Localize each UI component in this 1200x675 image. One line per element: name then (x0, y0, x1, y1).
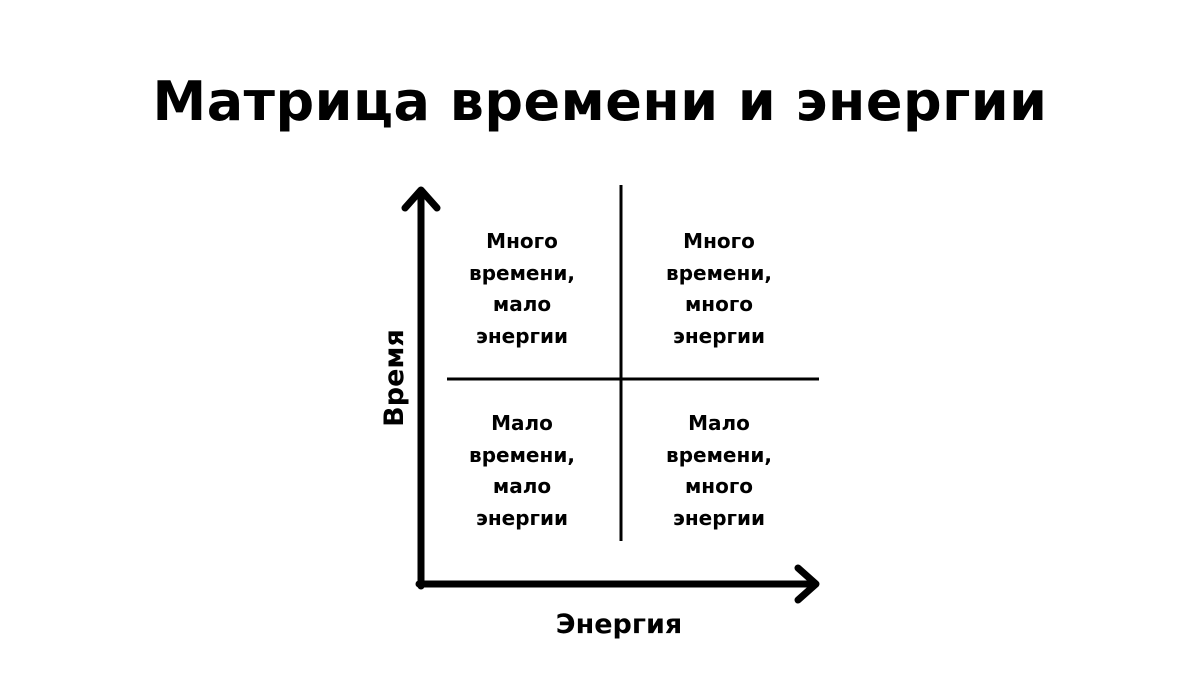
quadrant-line: энергии (475, 505, 569, 530)
quadrant-line: времени, (469, 260, 575, 285)
quadrant-line: времени, (666, 260, 772, 285)
quadrant-line: мало (492, 292, 552, 316)
quadrant-line: Много (486, 229, 558, 253)
y-axis-arrow-icon (401, 186, 441, 212)
quadrant-bottom-right: Мало времени, много энергии (619, 408, 819, 534)
quadrant-line: энергии (672, 505, 766, 530)
quadrant-line: мало (492, 474, 552, 498)
quadrant-line: энергии (672, 323, 766, 348)
quadrant-line: много (684, 292, 754, 316)
quadrant-line: Мало (491, 411, 553, 435)
quadrant-line: Много (683, 229, 755, 253)
quadrant-line: времени, (469, 442, 575, 467)
x-axis-label: Энергия (555, 609, 683, 640)
y-axis-label: Время (379, 329, 410, 427)
quadrant-top-left: Много времени, мало энергии (422, 226, 622, 352)
quadrant-top-right: Много времени, много энергии (619, 226, 819, 352)
quadrant-line: Мало (688, 411, 750, 435)
quadrant-line: времени, (666, 442, 772, 467)
x-axis-arrow-icon (794, 564, 820, 604)
quadrant-line: много (684, 474, 754, 498)
page-title: Матрица времени и энергии (152, 70, 1048, 133)
quadrant-line: энергии (475, 323, 569, 348)
quadrant-bottom-left: Мало времени, мало энергии (422, 408, 622, 534)
